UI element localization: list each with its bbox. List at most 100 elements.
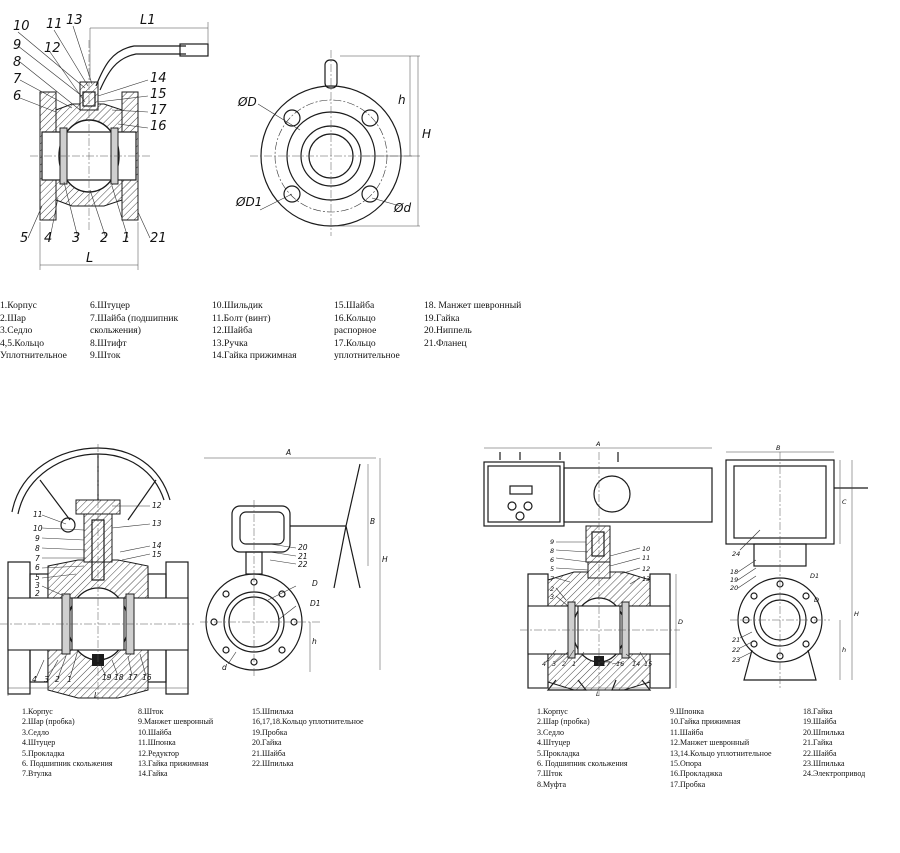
callout: D <box>814 596 819 604</box>
callout: 22 <box>732 646 740 654</box>
legend-column: 15.Шайба 16.Кольцо распорное 17.Кольцо у… <box>334 300 400 362</box>
callout: 21 <box>298 552 308 561</box>
callout: 20 <box>298 543 308 552</box>
dim-label: A <box>595 440 600 448</box>
callout: 7 <box>550 575 555 583</box>
callout: 8 <box>13 55 21 70</box>
callout: 4 <box>542 660 546 668</box>
valve2-legend: 1.Корпус 2.Шар (пробка) 3.Седло 4.Штуцер… <box>22 707 422 787</box>
callout: 21 <box>732 636 740 644</box>
callout: 5 <box>550 565 554 573</box>
callout: 11 <box>642 554 650 562</box>
dim-label: D <box>678 618 683 626</box>
legend-column: 18.Гайка 19.Шайба 20.Шпилька 21.Гайка 22… <box>803 707 866 779</box>
callout: 12 <box>44 41 61 56</box>
dim-label: B <box>370 517 375 526</box>
callout: 11 <box>46 17 63 32</box>
callout: 14 <box>632 660 640 668</box>
callout: 3 <box>44 675 49 684</box>
dim-label: L <box>86 251 93 266</box>
callout: 13 <box>152 519 162 528</box>
callout: 18 <box>114 673 124 682</box>
callout: 19 <box>730 576 738 584</box>
callout: 24 <box>732 550 740 558</box>
callout: 19 <box>102 673 112 682</box>
callout: 13 <box>66 13 83 28</box>
legend-column: 10.Шильдик 11.Болт (винт) 12.Шайба 13.Ру… <box>212 300 297 362</box>
callout: 7 <box>35 554 40 563</box>
legend-column: 1.Корпус 2.Шар 3.Седло 4,5.Кольцо Уплотн… <box>0 300 67 362</box>
callout: 22 <box>298 560 308 569</box>
callout: 17 <box>128 673 138 682</box>
callout: 16 <box>142 673 152 682</box>
dim-label: L <box>596 690 600 698</box>
callout: 1 <box>67 675 72 684</box>
callout: 2 <box>55 675 60 684</box>
dim-label: L1 <box>140 13 156 28</box>
callout: 10 <box>642 545 650 553</box>
callout: 3 <box>550 593 554 601</box>
legend-column: 15.Шпилька 16,17,18.Кольцо уплотнительно… <box>252 707 364 769</box>
dim-label: h <box>312 637 317 646</box>
callout: 2 <box>550 585 554 593</box>
callout: 2 <box>562 660 566 668</box>
valve3-end-view: 18 19 20 21 22 23 24 D1 D B C H h <box>725 444 868 688</box>
callout: 18 <box>730 568 738 576</box>
legend-column: 6.Штуцер 7.Шайба (подшипник скольжения) … <box>90 300 179 362</box>
dim-label: H <box>422 127 431 141</box>
callout: 6 <box>35 563 40 572</box>
valve1-end-view: ØD ØD1 Ød h H <box>235 50 431 236</box>
callout: 3 <box>35 581 40 590</box>
callout: 10 <box>33 524 43 533</box>
callout: 1 <box>122 231 130 246</box>
callout: 21 <box>150 231 167 246</box>
legend-column: 1.Корпус 2.Шар (пробка) 3.Седло 4.Штуцер… <box>22 707 113 779</box>
valve2-section-view: 11 10 9 8 7 6 5 3 2 12 13 14 15 4 3 2 1 … <box>0 444 196 700</box>
dim-label: D1 <box>310 599 321 608</box>
callout: 14 <box>150 71 167 86</box>
callout: 7 <box>13 72 22 87</box>
callout: 12 <box>642 565 650 573</box>
callout: 8 <box>35 544 40 553</box>
callout: 4 <box>44 231 52 246</box>
callout: 9 <box>13 38 21 53</box>
valve1-section-view: 10 11 13 9 12 8 7 6 14 15 17 16 5 4 3 2 … <box>13 13 209 270</box>
callout: 11 <box>33 510 43 519</box>
callout: 2 <box>100 231 108 246</box>
callout: 3 <box>552 660 556 668</box>
callout: 5 <box>20 231 28 246</box>
dim-label: d <box>222 663 227 672</box>
legend-column: 8.Шток 9.Манжет шевронный 10.Шайба 11.Шп… <box>138 707 214 779</box>
legend-column: 1.Корпус 2.Шар (пробка) 3.Седло 4.Штуцер… <box>537 707 628 789</box>
callout: 3 <box>72 231 80 246</box>
dim-label: B <box>776 444 781 452</box>
callout: 5 <box>35 573 40 582</box>
callout: 20 <box>730 584 738 592</box>
dim-label: A <box>285 448 291 457</box>
callout: 13 <box>642 575 650 583</box>
dim-label: Ød <box>393 201 411 215</box>
dim-label: D <box>312 579 318 588</box>
callout: 9 <box>35 534 40 543</box>
legend-column: 18. Манжет шевронный 19.Гайка 20.Ниппель… <box>424 300 522 349</box>
valve1-legend: 1.Корпус 2.Шар 3.Седло 4,5.Кольцо Уплотн… <box>0 300 560 370</box>
callout: 16 <box>616 660 624 668</box>
callout: 6 <box>13 89 21 104</box>
callout: 15 <box>150 87 167 102</box>
callout: 15 <box>152 550 162 559</box>
callout: 9 <box>550 538 554 546</box>
legend-column: 9.Шпонка 10.Гайка прижимная 11.Шайба 12.… <box>670 707 772 789</box>
callout: 17 <box>150 103 167 118</box>
callout: 14 <box>152 541 162 550</box>
dim-label: H <box>382 555 388 564</box>
callout: 8 <box>550 547 554 555</box>
callout: 15 <box>644 660 652 668</box>
valve2-end-view: 20 21 22 A B H D D1 h d <box>200 448 388 676</box>
dim-label: ØD1 <box>235 195 262 209</box>
dim-label: C <box>842 498 847 506</box>
dim-label: h <box>842 646 846 654</box>
valve3-section-view: 9 8 6 5 7 2 3 10 11 12 13 4 3 2 1 17 16 … <box>483 440 713 698</box>
callout: D1 <box>810 572 819 580</box>
dim-label: H <box>854 610 859 618</box>
